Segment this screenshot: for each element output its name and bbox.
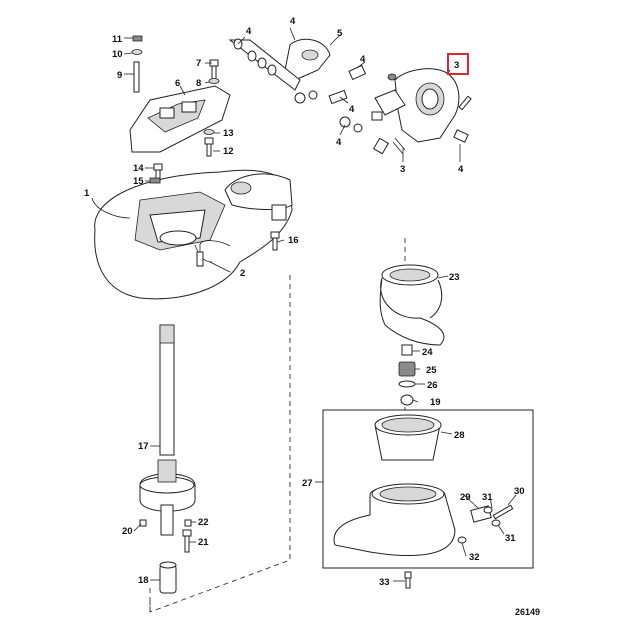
callout-30: 30: [514, 486, 525, 497]
callout-27: 27: [302, 478, 313, 489]
part-18-sleeve: [159, 561, 177, 594]
callout-29: 29: [460, 492, 471, 503]
part-2-water-tube: [196, 240, 231, 267]
callout-17: 17: [138, 441, 149, 452]
part-23-impeller: [379, 264, 445, 346]
part-17-drive-shaft: [139, 324, 196, 536]
callout-4: 4: [360, 54, 366, 65]
highlighted-callout-box: [447, 53, 469, 75]
callout-14: 14: [133, 163, 144, 174]
callout-4: 4: [336, 137, 342, 148]
leader-lines: [91, 27, 517, 582]
callout-28: 28: [454, 430, 465, 441]
callout-15: 15: [133, 176, 144, 187]
callout-7: 7: [196, 58, 201, 69]
part-1-housing: [94, 169, 293, 300]
callout-1: 1: [84, 188, 90, 199]
callout-8: 8: [196, 78, 201, 89]
hardware-left: [131, 35, 280, 251]
callout-25: 25: [426, 365, 437, 376]
part-6-cover-plate: [129, 85, 231, 153]
callout-labels: 1 2 3 3 4 4 4 4 4 4 5 6 7 8 9 10 11 12 1…: [84, 16, 525, 588]
callout-19: 19: [430, 397, 441, 408]
callout-32: 32: [469, 552, 480, 563]
callout-12: 12: [223, 146, 234, 157]
callout-4: 4: [349, 104, 355, 115]
callout-6: 6: [175, 78, 180, 89]
callout-11: 11: [112, 34, 123, 45]
callout-33: 33: [379, 577, 390, 588]
callout-23: 23: [449, 272, 460, 283]
callout-10: 10: [112, 49, 123, 60]
callout-16: 16: [288, 235, 299, 246]
part-27-kit-box: [322, 409, 534, 569]
callout-22: 22: [198, 517, 209, 528]
callout-2: 2: [240, 268, 245, 279]
callout-21: 21: [198, 537, 209, 548]
callout-4: 4: [458, 164, 464, 175]
hardware-impeller-stack: [398, 344, 416, 406]
callout-20: 20: [122, 526, 133, 537]
callout-4: 4: [290, 16, 296, 27]
part-33-screw: [404, 571, 412, 589]
callout-4: 4: [246, 26, 252, 37]
callout-3: 3: [400, 164, 405, 175]
figure-number: 26149: [515, 607, 540, 617]
callout-5: 5: [337, 28, 343, 39]
washer-stack: [233, 38, 318, 104]
callout-3-highlighted: 3: [454, 60, 459, 71]
callout-13: 13: [223, 128, 234, 139]
callout-9: 9: [117, 70, 122, 81]
callout-26: 26: [427, 380, 438, 391]
callout-24: 24: [422, 347, 433, 358]
part-5-bracket: [228, 38, 367, 105]
callout-18: 18: [138, 575, 149, 586]
hardware-lower-left: [139, 519, 192, 553]
part-3-steering-housing: [339, 68, 472, 155]
callout-31: 31: [482, 492, 493, 503]
callout-31: 31: [505, 533, 516, 544]
